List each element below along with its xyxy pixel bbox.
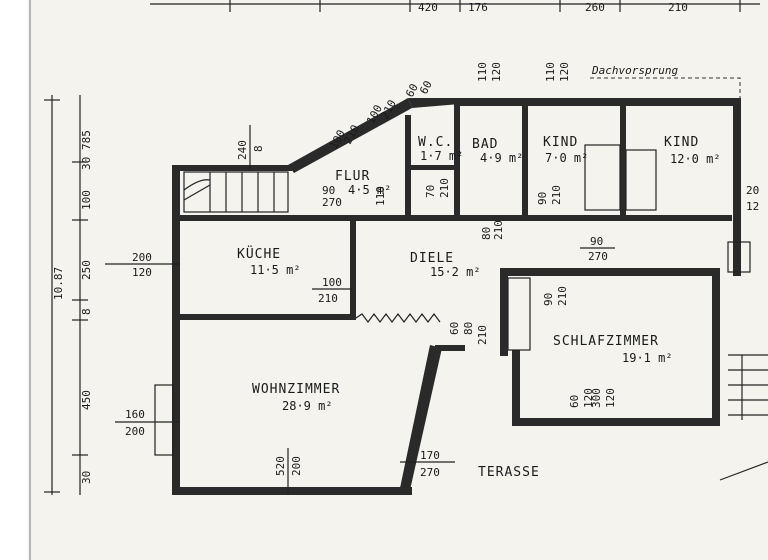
folding-door — [355, 313, 441, 323]
interior-walls — [172, 98, 732, 490]
svg-text:200: 200 — [290, 456, 303, 476]
svg-text:120: 120 — [132, 266, 152, 279]
svg-text:270: 270 — [588, 250, 608, 263]
room-bad-area: 4·9 m² — [480, 151, 523, 165]
left-dim-b: 785 — [80, 130, 93, 150]
top-dim-2: 176 — [468, 1, 488, 14]
svg-text:110: 110 — [544, 62, 557, 82]
room-flur-area: 4·5 m² — [348, 183, 391, 197]
left-dim-f: 450 — [80, 390, 93, 410]
paper-margin — [0, 0, 28, 560]
svg-text:170: 170 — [420, 449, 440, 462]
svg-text:110: 110 — [476, 62, 489, 82]
room-wohnzimmer-area: 28·9 m² — [282, 399, 333, 413]
roof-overhang-line — [590, 77, 741, 140]
svg-text:210: 210 — [318, 292, 338, 305]
svg-text:80: 80 — [480, 227, 493, 240]
room-kind2-area: 12·0 m² — [670, 152, 721, 166]
svg-text:200: 200 — [132, 251, 152, 264]
svg-text:60: 60 — [568, 395, 581, 408]
room-diele-name: DIELE — [410, 251, 454, 266]
svg-text:300: 300 — [590, 388, 603, 408]
room-wohnzimmer-name: WOHNZIMMER — [252, 382, 340, 397]
top-dimension-line: 420 176 260 210 — [150, 0, 760, 14]
svg-text:120: 120 — [490, 62, 503, 82]
overall-height-dim: 10.87 — [52, 267, 65, 300]
room-kind1-name: KIND — [543, 135, 578, 150]
svg-text:240: 240 — [236, 140, 249, 160]
exterior-walls — [172, 98, 741, 495]
svg-text:80: 80 — [462, 322, 475, 335]
roof-overhang-label: Dachvorsprung — [591, 64, 678, 77]
svg-text:160: 160 — [125, 408, 145, 421]
room-flur-name: FLUR — [335, 169, 370, 184]
room-kind1-area: 7·0 m² — [545, 151, 588, 165]
exterior-steps — [727, 241, 768, 420]
svg-text:270: 270 — [322, 196, 342, 209]
left-dim-a: 30 — [80, 157, 93, 170]
svg-text:270: 270 — [420, 466, 440, 479]
svg-text:210: 210 — [492, 220, 505, 240]
svg-text:60: 60 — [448, 322, 461, 335]
svg-text:210: 210 — [438, 178, 451, 198]
left-dim-g: 30 — [80, 471, 93, 484]
svg-text:60: 60 — [403, 82, 421, 100]
svg-text:520: 520 — [274, 456, 287, 476]
svg-text:70: 70 — [424, 185, 437, 198]
top-dim-1: 420 — [418, 1, 438, 14]
svg-text:20: 20 — [746, 184, 759, 197]
closets — [507, 144, 657, 351]
left-dim-e: 8 — [80, 308, 93, 315]
svg-text:120: 120 — [582, 388, 595, 408]
left-dim-d: 250 — [80, 260, 93, 280]
svg-text:90: 90 — [322, 184, 335, 197]
svg-text:120: 120 — [558, 62, 571, 82]
svg-text:210: 210 — [556, 286, 569, 306]
left-dimension-chain: 10.87 30 785 100 250 8 450 30 — [44, 95, 93, 495]
room-kueche-name: KÜCHE — [237, 245, 281, 262]
left-dim-c: 100 — [80, 190, 93, 210]
svg-text:90: 90 — [536, 192, 549, 205]
room-diele-area: 15·2 m² — [430, 265, 481, 279]
svg-text:120: 120 — [604, 388, 617, 408]
svg-text:200: 200 — [125, 425, 145, 438]
room-kueche-area: 11·5 m² — [250, 263, 301, 277]
room-wc-name: W.C. — [418, 135, 453, 150]
svg-text:100: 100 — [322, 276, 342, 289]
room-schlafzimmer-name: SCHLAFZIMMER — [553, 334, 659, 349]
staircase — [183, 171, 289, 213]
room-wc-area: 1·7 m² — [420, 149, 463, 163]
svg-text:90: 90 — [590, 235, 603, 248]
terrace-edge — [719, 461, 768, 481]
room-kind2-name: KIND — [664, 135, 699, 150]
terrace-label: TERASSE — [478, 465, 540, 480]
svg-text:210: 210 — [476, 325, 489, 345]
top-dim-4: 210 — [668, 1, 688, 14]
svg-text:90: 90 — [542, 293, 555, 306]
svg-text:12: 12 — [746, 200, 759, 213]
room-bad-name: BAD — [472, 137, 498, 152]
svg-text:60: 60 — [417, 79, 435, 97]
svg-text:110: 110 — [374, 186, 387, 206]
svg-text:210: 210 — [378, 98, 399, 122]
svg-text:210: 210 — [550, 185, 563, 205]
top-dim-3: 260 — [585, 1, 605, 14]
room-schlafzimmer-area: 19·1 m² — [622, 351, 673, 365]
svg-text:8: 8 — [252, 145, 265, 152]
